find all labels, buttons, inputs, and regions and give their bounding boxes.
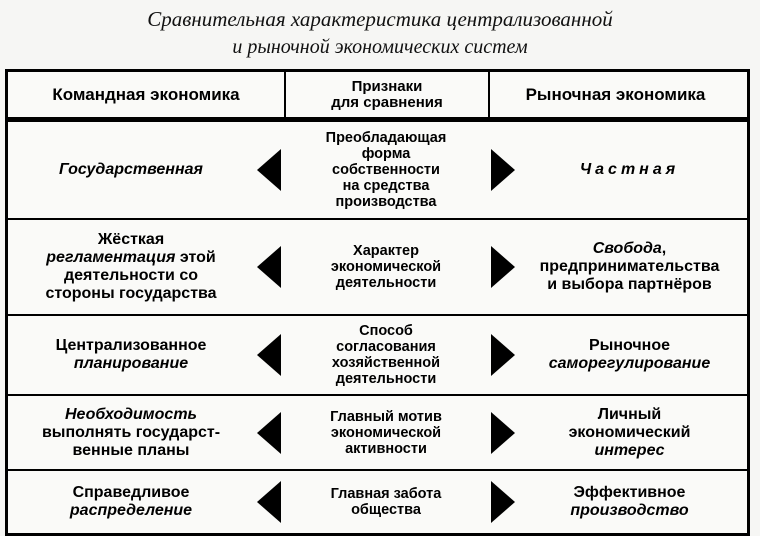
criteria-line: общества (351, 502, 421, 518)
criteria-line: Главная забота (330, 486, 442, 502)
market-text: Частная (579, 161, 680, 178)
market-text: Личный (597, 405, 662, 423)
market-text: Рыночное (589, 337, 670, 354)
command-text: Справедливое (72, 484, 190, 501)
header-market-economy: Рыночная экономика (488, 72, 741, 117)
triangle-right-icon (488, 334, 518, 376)
command-text: Государственная (59, 161, 203, 178)
triangle-right-icon (488, 481, 518, 523)
header-criteria-line-1: Признаки (351, 77, 423, 95)
criteria-line: форма (361, 146, 411, 162)
triangle-right-icon (488, 246, 518, 288)
table-row-coordination: Централизованное планирование Способ сог… (8, 314, 747, 394)
criteria-cell: Главная забота общества (284, 486, 488, 518)
criteria-cell: Главный мотив экономической активности (284, 409, 488, 457)
market-text: экономический (568, 423, 691, 441)
command-text: венные планы (72, 441, 190, 459)
criteria-line: экономической (330, 259, 442, 275)
market-text-italic: саморегулирование (548, 355, 711, 372)
table-row-ownership: Государственная Преобладающая форма собс… (8, 120, 747, 218)
command-cell: Жёсткая регламентация этой деятельности … (8, 231, 254, 303)
market-text-italic: интерес (594, 441, 665, 459)
command-cell: Необходимость выполнять государст- венны… (8, 406, 254, 460)
criteria-cell: Характер экономической деятельности (284, 243, 488, 291)
command-cell: Государственная (8, 161, 254, 179)
market-cell: Свобода, предпринимательства и выбора па… (518, 240, 741, 294)
criteria-line: Характер (353, 243, 419, 259)
criteria-line: производства (335, 194, 437, 210)
market-cell: Рыночное саморегулирование (518, 337, 741, 373)
market-cell: Частная (518, 161, 741, 179)
criteria-line: деятельности (335, 275, 437, 291)
criteria-cell: Преобладающая форма собственности на сре… (284, 130, 488, 210)
triangle-right-icon (488, 411, 518, 454)
market-text: и выбора партнёров (547, 276, 712, 293)
market-cell: Эффективное производство (518, 484, 741, 520)
command-text: стороны государства (45, 285, 217, 302)
market-cell: Личный экономический интерес (518, 406, 741, 460)
command-text: Жёсткая (97, 231, 165, 248)
market-text-italic: Свобода (592, 240, 662, 257)
header-criteria-line-2: для сравнения (331, 93, 443, 111)
triangle-left-icon (254, 411, 284, 454)
criteria-line: Преобладающая (325, 130, 447, 146)
triangle-right-icon (488, 149, 518, 191)
title-line-1: Сравнительная характеристика централизов… (147, 7, 613, 31)
command-text-italic: регламентация (46, 249, 176, 266)
criteria-line: на средства (342, 178, 430, 194)
triangle-left-icon (254, 149, 284, 191)
command-cell: Справедливое распределение (8, 484, 254, 520)
table-row-activity: Жёсткая регламентация этой деятельности … (8, 218, 747, 314)
criteria-line: собственности (332, 162, 440, 178)
command-text: выполнять государст- (41, 423, 221, 441)
command-text: деятельности со (63, 267, 199, 284)
criteria-line: хозяйственной (331, 355, 441, 371)
title-line-2: и рыночной экономических систем (232, 36, 528, 58)
command-text-italic: Необходимость (64, 405, 198, 423)
criteria-line: активности (345, 440, 427, 457)
criteria-line: деятельности (335, 371, 437, 387)
market-text-italic: производство (570, 502, 689, 519)
market-text: Эффективное (573, 484, 686, 501)
market-text: , (661, 240, 667, 257)
command-cell: Централизованное планирование (8, 337, 254, 373)
triangle-left-icon (254, 246, 284, 288)
header-command-economy: Командная экономика (52, 84, 240, 104)
criteria-line: Способ (359, 323, 413, 339)
command-text-italic: планирование (73, 355, 189, 372)
criteria-line: Главный мотив (330, 408, 442, 425)
triangle-left-icon (254, 334, 284, 376)
triangle-left-icon (254, 481, 284, 523)
criteria-cell: Способ согласования хозяйственной деятел… (284, 323, 488, 387)
criteria-line: экономической (330, 424, 442, 441)
command-text: Централизованное (55, 337, 207, 354)
command-text: этой (175, 249, 216, 266)
market-text: предпринимательства (539, 258, 720, 275)
command-text-italic: распределение (69, 502, 193, 519)
table-row-motive: Необходимость выполнять государст- венны… (8, 394, 747, 469)
criteria-line: согласования (336, 339, 436, 355)
table-row-concern: Справедливое распределение Главная забот… (8, 469, 747, 533)
